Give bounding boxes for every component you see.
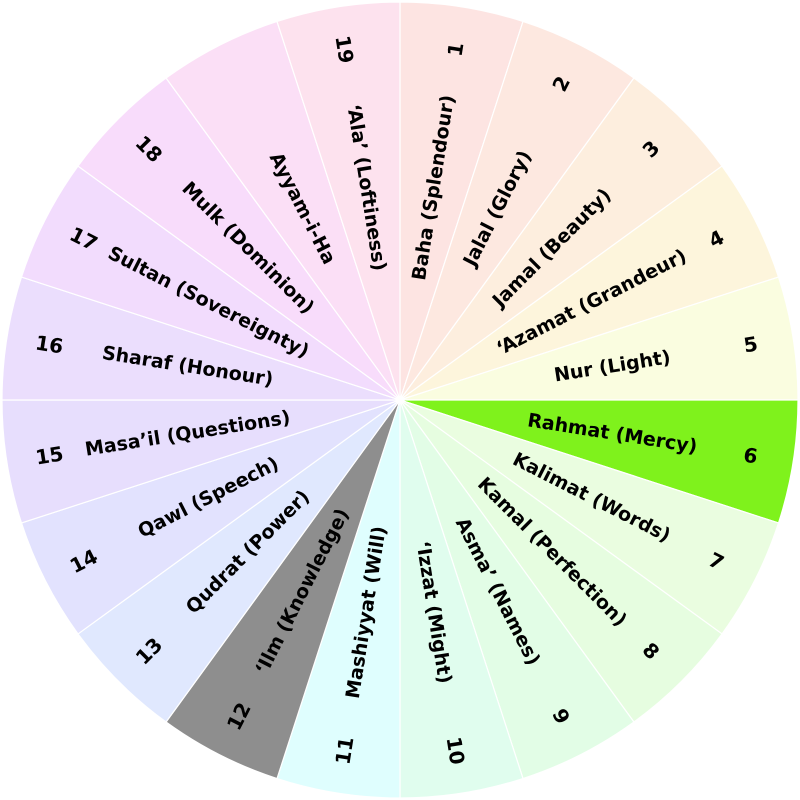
label-month-16-number: 16 bbox=[34, 330, 65, 358]
label-month-6-number: 6 bbox=[742, 443, 760, 469]
label-month-1-number: 1 bbox=[443, 41, 469, 59]
label-month-5-number: 5 bbox=[742, 332, 760, 358]
label-month-10-number: 10 bbox=[441, 735, 469, 766]
label-month-11-number: 11 bbox=[330, 735, 358, 766]
label-month-19-number: 19 bbox=[330, 34, 358, 65]
segment-month-19 bbox=[276, 1, 401, 401]
label-month-15-number: 15 bbox=[34, 441, 65, 469]
